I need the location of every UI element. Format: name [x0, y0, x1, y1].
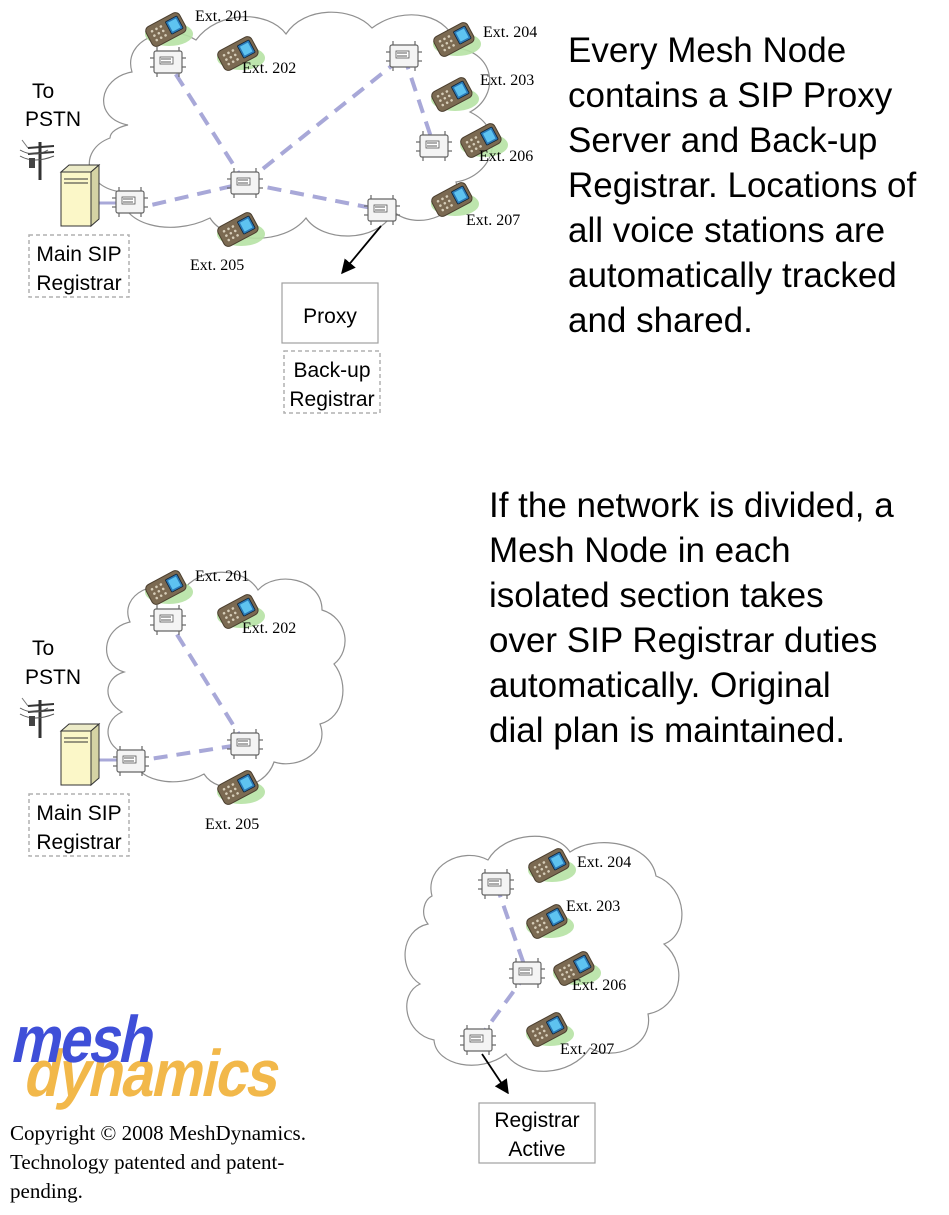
phone-icon [143, 10, 194, 49]
ext-label: Ext. 206 [479, 148, 533, 165]
logo-word-dynamics: dynamics [19, 1038, 287, 1111]
to-pstn-label: PSTN [25, 108, 81, 131]
backup-registrar-label: Back-up [293, 359, 370, 382]
proxy-arrow [341, 225, 382, 275]
description-line: and shared. [568, 301, 753, 340]
description-line: dial plan is maintained. [489, 711, 846, 750]
ext-label: Ext. 204 [577, 854, 631, 871]
copyright-notice: Copyright © 2008 MeshDynamics. Technolog… [10, 1119, 370, 1206]
link-node-204-node-206 [494, 883, 529, 974]
logo-word-mesh: mesh [6, 1004, 162, 1077]
main-registrar-box [28, 234, 130, 298]
mesh-node-icon [363, 194, 401, 226]
description-line: all voice stations are [568, 211, 886, 250]
proxy-box [281, 282, 379, 344]
ext-label: Ext. 206 [572, 977, 626, 994]
left-mesh-links [130, 618, 247, 764]
main-registrar-label: Registrar [36, 831, 121, 854]
main-registrar-box [28, 793, 130, 857]
ext-label: Ext. 205 [190, 257, 244, 274]
ext-label: Ext. 201 [195, 8, 249, 25]
ext-label: Ext. 205 [205, 816, 259, 833]
copyright-line: pending. [10, 1179, 83, 1203]
utility-pole-icon [18, 696, 56, 740]
description-line: contains a SIP Proxy [568, 76, 893, 115]
mesh-node-icon [226, 728, 264, 760]
ext-label: Ext. 203 [566, 898, 620, 915]
description-line: automatically tracked [568, 256, 897, 295]
copyright-line: Technology patented and patent- [10, 1150, 285, 1174]
link-hub-node-201 [166, 618, 247, 746]
backup-registrar-label: Registrar [289, 388, 374, 411]
top-description: Every Mesh Node contains a SIP Proxy Ser… [568, 28, 949, 343]
link-hub-node-proxy [244, 181, 383, 212]
link-registrar-node-hub [130, 742, 246, 764]
mesh-node-icon [149, 46, 187, 78]
mesh-node-icon [477, 868, 515, 900]
right-mesh-cloud [404, 835, 683, 1072]
mesh-node-icon [385, 40, 423, 72]
phone-icon [143, 568, 194, 607]
server-icon [60, 164, 100, 227]
server-icon [60, 723, 100, 786]
description-line: If the network is divided, a [489, 486, 894, 525]
ext-label: Ext. 203 [480, 72, 534, 89]
registrar-active-arrow [481, 1053, 509, 1095]
description-line: Every Mesh Node [568, 31, 847, 70]
to-pstn-label: To [32, 80, 54, 103]
description-line: automatically. Original [489, 666, 831, 705]
top-mesh-links [129, 54, 436, 212]
ext-label: Ext. 204 [483, 24, 537, 41]
ext-label: Ext. 202 [242, 60, 296, 77]
registrar-active-label: Registrar [494, 1109, 579, 1132]
to-pstn-label: To [32, 637, 54, 660]
mesh-node-icon [226, 167, 264, 199]
link-hub-node-204 [243, 54, 406, 185]
description-line: Mesh Node in each [489, 531, 791, 570]
to-pstn-label: PSTN [25, 666, 81, 689]
registrar-active-label: Active [508, 1138, 565, 1161]
ext-label: Ext. 207 [560, 1041, 614, 1058]
utility-pole-icon [18, 138, 56, 182]
mesh-node-icon [111, 186, 149, 218]
ext-label: Ext. 201 [195, 568, 249, 585]
ext-label: Ext. 207 [466, 212, 520, 229]
copyright-line: Copyright © 2008 MeshDynamics. [10, 1121, 306, 1145]
link-node-204-node-206 [402, 55, 436, 147]
description-line: isolated section takes [489, 576, 824, 615]
bottom-description: If the network is divided, a Mesh Node i… [489, 483, 949, 753]
description-line: Server and Back-up [568, 121, 878, 160]
backup-registrar-box [283, 350, 381, 414]
main-registrar-label: Main SIP [36, 802, 121, 825]
link-hub-node-201 [166, 60, 247, 185]
registrar-active-box [478, 1102, 596, 1164]
main-registrar-label: Registrar [36, 272, 121, 295]
meshdynamics-logo: dynamics mesh [6, 1004, 287, 1111]
ext-label: Ext. 202 [242, 620, 296, 637]
mesh-node-icon [415, 130, 453, 162]
mesh-node-icon [459, 1024, 497, 1056]
description-line: Registrar. Locations of [568, 166, 917, 205]
description-line: over SIP Registrar duties [489, 621, 878, 660]
proxy-label: Proxy [303, 305, 357, 328]
main-registrar-label: Main SIP [36, 243, 121, 266]
mesh-node-icon [149, 604, 187, 636]
mesh-node-icon [112, 745, 150, 777]
link-registrar-node-hub [129, 181, 246, 212]
mesh-node-icon [508, 957, 546, 989]
